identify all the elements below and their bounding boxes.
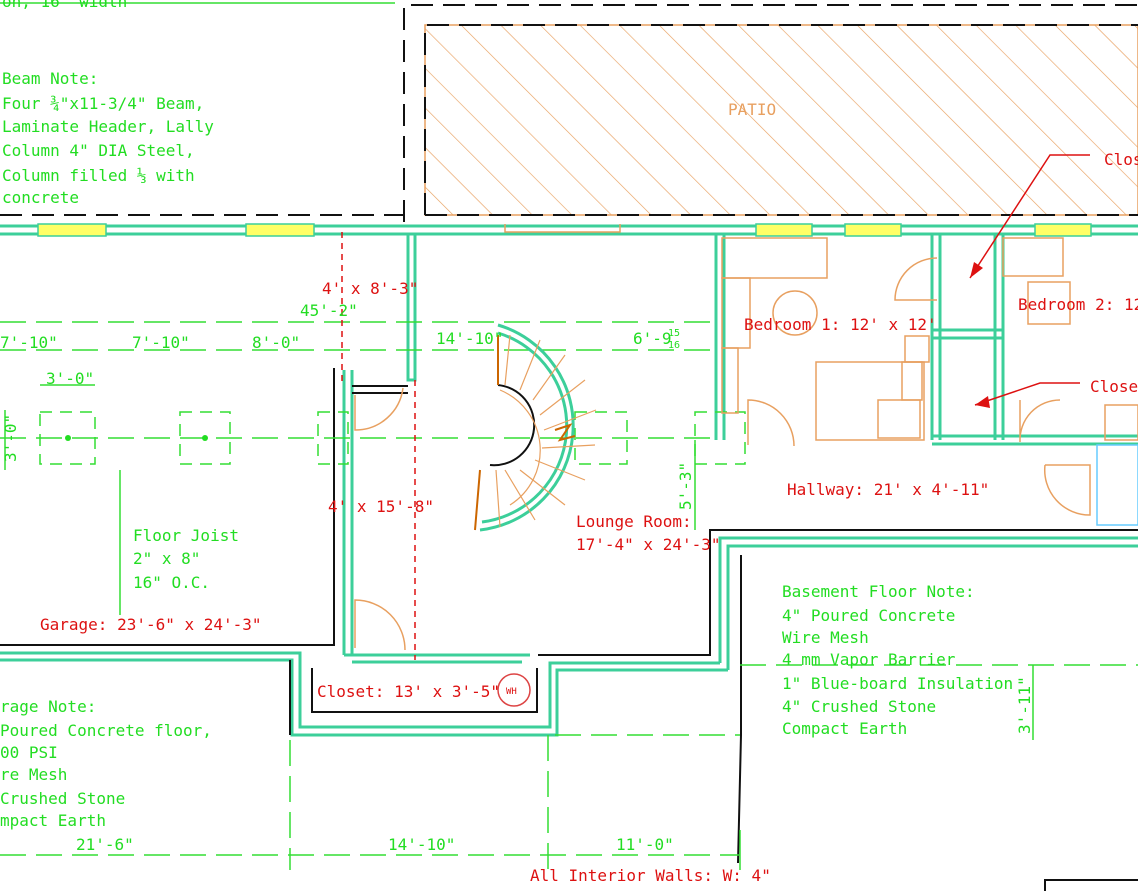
garage-note-line: mpact Earth <box>0 811 106 830</box>
patio-door <box>504 224 621 233</box>
closet-top-label: Close <box>1104 150 1138 169</box>
dim-14-10-bottom: 14'-10" <box>388 835 455 854</box>
closet-bottom-label: Closet: 13' x 3'-5" <box>317 682 500 701</box>
dim-3-0-v: 3'-0" <box>1 414 20 462</box>
dim-11-0: 11'-0" <box>616 835 674 854</box>
garage-note-line: Poured Concrete floor, <box>0 721 212 740</box>
window <box>245 223 315 237</box>
exterior-top-wall <box>0 223 1138 237</box>
basement-floor-note: Basement Floor Note: 4" Poured Concrete … <box>782 582 1013 738</box>
beam-note: Beam Note: Four ¾"x11-3/4" Beam, Laminat… <box>2 69 214 207</box>
dim-6-9-fraction-num: 15 <box>668 328 680 339</box>
dim-14-10-top: 14'-10" <box>436 329 503 348</box>
water-heater-symbol <box>497 673 531 707</box>
garage-note-line: Crushed Stone <box>0 789 125 808</box>
bedroom2-label: Bedroom 2: 12' <box>1018 295 1138 314</box>
top-note-fragment: on, 16" width <box>2 0 127 11</box>
beam-note-line: Column 4" DIA Steel, <box>2 141 195 160</box>
basement-note-line: Compact Earth <box>782 719 907 738</box>
basement-note-line: 1" Blue-board Insulation <box>782 674 1013 693</box>
lounge-label-line1: Lounge Room: <box>576 512 692 531</box>
spiral-stair <box>474 323 597 532</box>
bedroom-fixtures <box>721 237 1138 526</box>
floor-joist-line: Floor Joist <box>133 526 239 545</box>
hallway-label: Hallway: 21' x 4'-11" <box>787 480 989 499</box>
title-block-corner <box>1044 879 1138 891</box>
garage-note-line: 00 PSI <box>0 743 58 762</box>
door-swings <box>354 257 1091 651</box>
window <box>37 223 107 237</box>
closet-mid-label: Closet <box>1090 377 1138 396</box>
lounge-label-line2: 17'-4" x 24'-3" <box>576 535 721 554</box>
dim-21-6: 21'-6" <box>76 835 134 854</box>
dimension-lines <box>0 321 1138 870</box>
patio-area <box>403 4 1138 222</box>
patio-label: PATIO <box>728 100 776 119</box>
floor-joist-note: Floor Joist 2" x 8" 16" O.C. <box>133 526 239 592</box>
floor-joist-line: 16" O.C. <box>133 573 210 592</box>
garage-label: Garage: 23'-6" x 24'-3" <box>40 615 262 634</box>
garage-note: rage Note: Poured Concrete floor, 00 PSI… <box>0 697 212 830</box>
red-dim-upper: 4' x 8'-3" <box>322 279 418 298</box>
water-heater-label: WH <box>506 687 517 697</box>
bedroom1-label: Bedroom 1: 12' x 12' <box>744 315 937 334</box>
basement-note-line: 4 mm Vapor Barrier <box>782 650 956 669</box>
red-dim-lower: 4' x 15'-8" <box>328 497 434 516</box>
beam-note-line: Four ¾"x11-3/4" Beam, <box>2 94 204 113</box>
basement-note-line: 4" Poured Concrete <box>782 606 955 625</box>
dim-6-9: 6'-9 <box>633 329 672 348</box>
dim-45-2: 45'-2" <box>300 301 358 320</box>
basement-note-line: Basement Floor Note: <box>782 582 975 601</box>
dim-8-0: 8'-0" <box>252 333 300 352</box>
basement-note-line: Wire Mesh <box>782 628 869 647</box>
dim-3-0-h: 3'-0" <box>46 369 94 388</box>
dim-3-11: 3'-11" <box>1015 676 1034 734</box>
floor-joist-line: 2" x 8" <box>133 549 200 568</box>
garage-note-line: re Mesh <box>0 765 67 784</box>
window <box>755 223 813 237</box>
beam-note-line: concrete <box>2 188 79 207</box>
dim-7-10-mid: 7'-10" <box>132 333 190 352</box>
garage-note-line: rage Note: <box>0 697 96 716</box>
beam-note-line: Beam Note: <box>2 69 98 88</box>
window <box>1034 223 1092 237</box>
dim-7-10-left: 7'-10" <box>0 333 58 352</box>
closet-arrows <box>969 154 1090 408</box>
dim-5-3: 5'-3" <box>676 462 695 510</box>
window <box>844 223 902 237</box>
basement-note-line: 4" Crushed Stone <box>782 697 936 716</box>
beam-note-line: Laminate Header, Lally <box>2 117 214 136</box>
dim-6-9-fraction-den: 16 <box>668 340 680 351</box>
interior-walls <box>0 234 1138 864</box>
beam-note-line: Column filled ⅓ with <box>2 166 195 185</box>
interior-walls-note: All Interior Walls: W: 4" <box>530 866 771 885</box>
